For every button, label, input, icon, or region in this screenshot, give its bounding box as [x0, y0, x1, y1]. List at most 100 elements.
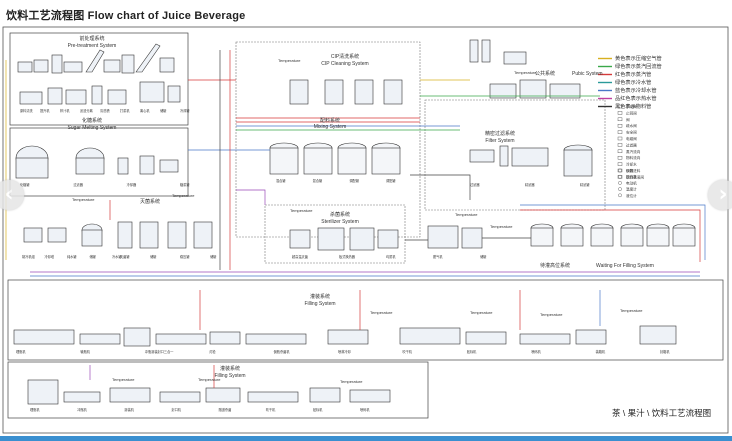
equipment-label: 冷却器 [127, 182, 137, 187]
diagram-frame [2, 26, 729, 434]
equipment-label: 精滤罐 [580, 182, 590, 187]
legend-symbol-icon [617, 130, 623, 134]
equipment-label: 封箱机 [660, 349, 670, 354]
temperature-label: Temperature [340, 379, 363, 384]
legend-symbol-icon [617, 117, 623, 122]
sugar-box [9, 127, 189, 197]
legend-symbol-icon [617, 162, 623, 166]
equipment-label: 储罐 [160, 108, 167, 113]
temperature-label: Temperature [72, 197, 95, 202]
equipment-label: 隧道杀菌 [219, 407, 232, 412]
equipment-label: 冲瓶机 [77, 407, 87, 412]
legend-symbol-label: 阀 [626, 117, 630, 122]
legend-symbol-label: 止回阀 [626, 110, 637, 115]
legend-symbol-label: 压力表 [626, 174, 637, 179]
filling2-label-en: Filling System [214, 373, 245, 379]
legend-symbol-icon [617, 111, 623, 115]
symbol-legend: 手动阀止回阀阀疏水阀安全阀电磁阀过滤器蒸汽流向物料流向冷却水钢制进料钢制进液阀仪… [617, 104, 644, 198]
filling1-label-cn: 灌装系统 [310, 293, 330, 300]
next-arrow-button[interactable]: › [708, 180, 732, 210]
equipment-label: 纯水罐 [67, 254, 77, 259]
equipment-label: 调配罐 [386, 178, 396, 183]
legend-symbol-icon [618, 168, 622, 173]
equipment-label: 储罐 [150, 254, 157, 259]
legend-symbol-icon [617, 136, 623, 141]
equipment-label: 储罐 [210, 254, 217, 259]
equipment-label: 理瓶机 [16, 349, 26, 354]
mixing-label-cn: 配料系统 [320, 117, 340, 124]
equipment-label: 滤渣分离 [80, 108, 93, 113]
equipment-label: 稳压罐 [180, 254, 190, 259]
chevron-left-icon: ‹ [4, 182, 14, 207]
legend-symbol-icon [617, 149, 623, 154]
temperature-label: Temperature [455, 212, 478, 217]
pretreatment-label-cn: 前处理系统 [79, 35, 104, 42]
legend-symbol-label: 电动机 [626, 180, 637, 185]
equipment-label: 化糖罐 [20, 182, 30, 187]
sterilizer-equipment [289, 225, 483, 251]
equipment-label: 调配罐 [349, 178, 359, 183]
bottom-accent-bar [0, 436, 732, 441]
filling-line-2 [27, 379, 391, 405]
legend-symbol-label: 仪表 [626, 168, 634, 173]
public-label-en: Pubic System [572, 71, 603, 77]
equipment-label: 装箱机 [596, 349, 606, 354]
temperature-label: Temperature [290, 208, 313, 213]
equipment-label: 脱气机 [433, 254, 443, 259]
equipment-label: 混合罐 [276, 178, 286, 183]
equipment-label: 提升机 [40, 108, 50, 113]
temperature-label: Temperature [172, 193, 195, 198]
equipment-label: 精滤器 [525, 182, 535, 187]
filter-equipment [469, 39, 593, 177]
filter-label-en: Filter System [485, 138, 514, 144]
cip-label-en: CIP Cleaning System [321, 61, 368, 67]
legend-symbol-label: 疏水阀 [626, 123, 637, 128]
equipment-label: 喷码机 [531, 349, 541, 354]
filter-box [424, 99, 606, 211]
equipment-label: 灭菌罐 [120, 254, 130, 259]
equipment-label: 吹干机 [402, 349, 412, 354]
filling-box-1 [7, 279, 724, 361]
equipment-label: 混合罐 [313, 178, 323, 183]
mixing-label-en: Mixing System [314, 124, 347, 130]
equipment-label: 输瓶机 [80, 349, 90, 354]
equipment-label: 贴标机 [313, 407, 323, 412]
equipment-label: 超高温灭菌 [292, 254, 308, 259]
legend-symbol-icon [617, 143, 623, 147]
legend-symbol-icon [617, 123, 623, 128]
temperature-label: Temperature [620, 308, 643, 313]
equipment-label: 糖浆罐 [180, 182, 190, 187]
chevron-right-icon: › [718, 182, 728, 207]
equipment-label: 储罐 [480, 254, 487, 259]
legend-label: 品红色表示热水管 [615, 94, 657, 102]
sterilizer-box [264, 204, 406, 264]
pretreatment-box [9, 32, 189, 126]
equipment-label: 喷码机 [360, 407, 370, 412]
diagram-caption: 茶 \ 果汁 \ 饮料工艺流程图 [612, 408, 712, 418]
pipe-color-legend: 黄色表示压缩空气管绿色表示蒸汽回流管红色表示蒸汽管绿色表示冷水管蓝色表示冷却水管… [598, 54, 662, 110]
pipe-network [5, 50, 706, 388]
legend-label: 绿色表示冷水管 [615, 78, 651, 86]
legend-label: 蓝色表示冷却水管 [615, 86, 657, 94]
legend-symbol-label: 手动阀 [626, 104, 637, 109]
pretreatment-equipment [17, 43, 181, 105]
previous-arrow-button[interactable]: ‹ [0, 180, 24, 210]
temperature-label: Temperature [112, 377, 135, 382]
waiting-filling-label-en: Waiting For Filling System [596, 263, 654, 269]
filter-label-cn: 精密过滤系统 [485, 130, 515, 137]
equipment-label: 冷却塔 [45, 254, 55, 259]
equipment-label: 灯检 [209, 349, 216, 354]
equipment-label: 喷淋冷却 [338, 349, 351, 354]
legend-symbol-label: 过滤器 [626, 142, 637, 147]
legend-label: 黑色表示物料管 [615, 102, 651, 110]
temperature-label: Temperature [540, 312, 563, 317]
equipment-label: 制冷机组 [22, 254, 36, 259]
filling-line-1 [13, 325, 677, 347]
sugar-melting-equipment [15, 145, 179, 179]
temperature-label: Temperature [198, 377, 221, 382]
legend-symbol-label: 物料流向 [626, 155, 641, 160]
equipment-label: 榨汁机 [60, 108, 70, 113]
sugar-label-cn: 化糖系统 [82, 117, 102, 124]
legend-label: 绿色表示蒸汽回流管 [615, 62, 662, 70]
